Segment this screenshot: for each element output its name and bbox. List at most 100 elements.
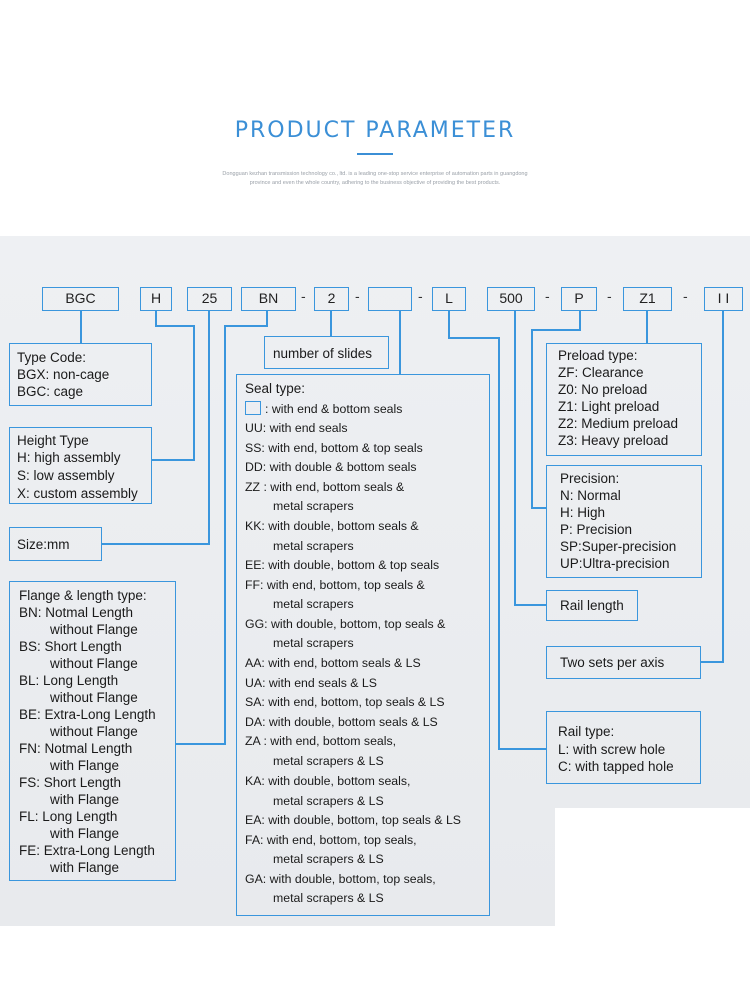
subtitle-line-2: province and even the whole country, adh… bbox=[249, 180, 501, 186]
flange-line: FN: Notmal Length bbox=[19, 741, 133, 756]
size-label: Size:mm bbox=[17, 537, 70, 552]
code-part-slides: 2 bbox=[314, 287, 349, 311]
height-type-box bbox=[9, 427, 152, 504]
precision-line: N: Normal bbox=[560, 488, 621, 503]
connector-line bbox=[701, 661, 724, 663]
flange-line: without Flange bbox=[50, 622, 138, 637]
seal-line: ZA : with end, bottom seals, bbox=[245, 734, 397, 748]
code-part-rail-type: L bbox=[432, 287, 466, 311]
seal-line: metal scrapers bbox=[273, 539, 354, 553]
seal-line: UU: with end seals bbox=[245, 421, 348, 435]
empty-code-square-icon bbox=[245, 401, 261, 415]
seal-line: SS: with end, bottom & top seals bbox=[245, 441, 423, 455]
rail-type-title: Rail type: bbox=[558, 724, 615, 739]
connector-line bbox=[448, 337, 500, 339]
precision-box bbox=[546, 465, 702, 578]
seal-line: GG: with double, bottom, top seals & bbox=[245, 617, 446, 631]
rail-length-label: Rail length bbox=[560, 598, 624, 613]
seal-line: DD: with double & bottom seals bbox=[245, 460, 417, 474]
flange-line: FL: Long Length bbox=[19, 809, 118, 824]
flange-title: Flange & length type: bbox=[19, 588, 147, 603]
preload-type-box bbox=[546, 343, 702, 456]
precision-line: H: High bbox=[560, 505, 606, 520]
rail-length-box bbox=[546, 590, 638, 621]
connector-line bbox=[579, 311, 581, 330]
code-dash: - bbox=[545, 288, 550, 304]
connector-line bbox=[531, 329, 533, 509]
height-type-line: S: low assembly bbox=[17, 468, 115, 483]
preload-line: Z1: Light preload bbox=[558, 399, 660, 414]
seal-line: metal scrapers & LS bbox=[273, 794, 384, 808]
connector-line bbox=[646, 311, 648, 343]
connector-line bbox=[514, 604, 547, 606]
precision-title: Precision: bbox=[560, 471, 620, 486]
seal-line: metal scrapers bbox=[273, 597, 354, 611]
seal-line: metal scrapers & LS bbox=[273, 891, 384, 905]
connector-line bbox=[102, 543, 210, 545]
code-part-size: 25 bbox=[187, 287, 232, 311]
seal-line: KA: with double, bottom seals, bbox=[245, 774, 411, 788]
preload-line: ZF: Clearance bbox=[558, 365, 644, 380]
number-of-slides-label: number of slides bbox=[273, 346, 373, 361]
connector-line bbox=[514, 311, 516, 606]
seal-line: : with end & bottom seals bbox=[245, 401, 402, 416]
preload-line: Z3: Heavy preload bbox=[558, 433, 669, 448]
precision-line: SP:Super-precision bbox=[560, 539, 677, 554]
code-part-sets: I I bbox=[704, 287, 743, 311]
rail-type-box bbox=[546, 711, 701, 784]
page-title: PRODUCT PARAMETER bbox=[234, 118, 516, 143]
flange-line: with Flange bbox=[50, 860, 120, 875]
connector-line bbox=[532, 329, 581, 331]
seal-line: ZZ : with end, bottom seals & bbox=[245, 480, 405, 494]
subtitle: Dongguan kezhan transmission technology … bbox=[190, 170, 560, 188]
connector-line bbox=[224, 325, 226, 745]
connector-line bbox=[399, 311, 401, 375]
code-part-precision: P bbox=[561, 287, 597, 311]
seal-line: metal scrapers bbox=[273, 636, 354, 650]
code-dash: - bbox=[607, 288, 612, 304]
connector-line bbox=[448, 311, 450, 338]
preload-line: Z2: Medium preload bbox=[558, 416, 679, 431]
flange-line: BE: Extra-Long Length bbox=[19, 707, 156, 722]
seal-line: metal scrapers bbox=[273, 499, 354, 513]
size-box bbox=[9, 527, 102, 561]
number-of-slides-box bbox=[264, 336, 389, 369]
type-code-line: BGC: cage bbox=[17, 384, 84, 399]
preload-line: Z0: No preload bbox=[558, 382, 648, 397]
code-part-series: BGC bbox=[42, 287, 119, 311]
seal-line: GA: with double, bottom, top seals, bbox=[245, 872, 436, 886]
seal-line: metal scrapers & LS bbox=[273, 754, 384, 768]
connector-line bbox=[266, 311, 268, 326]
seal-line: KK: with double, bottom seals & bbox=[245, 519, 419, 533]
code-dash: - bbox=[355, 288, 360, 304]
code-part-preload: Z1 bbox=[623, 287, 672, 311]
connector-line bbox=[208, 311, 210, 545]
type-code-title: Type Code: bbox=[17, 350, 87, 365]
connector-line bbox=[226, 325, 268, 327]
flange-line: FE: Extra-Long Length bbox=[19, 843, 155, 858]
connector-line bbox=[176, 743, 226, 745]
height-type-title: Height Type bbox=[17, 433, 89, 448]
flange-line: FS: Short Length bbox=[19, 775, 122, 790]
connector-line bbox=[722, 311, 724, 663]
title-underline bbox=[357, 153, 393, 155]
flange-line: without Flange bbox=[50, 656, 138, 671]
code-part-seal bbox=[368, 287, 412, 311]
two-sets-label: Two sets per axis bbox=[560, 655, 665, 670]
height-type-line: H: high assembly bbox=[17, 450, 121, 465]
connector-line bbox=[80, 311, 82, 343]
flange-line: with Flange bbox=[50, 758, 120, 773]
code-dash: - bbox=[301, 288, 306, 304]
panel-corner bbox=[555, 808, 750, 926]
precision-line: P: Precision bbox=[560, 522, 633, 537]
height-type-line: X: custom assembly bbox=[17, 486, 138, 501]
subtitle-line-1: Dongguan kezhan transmission technology … bbox=[222, 171, 528, 177]
code-dash: - bbox=[683, 288, 688, 304]
type-code-box bbox=[9, 343, 152, 406]
flange-line: BS: Short Length bbox=[19, 639, 122, 654]
preload-title: Preload type: bbox=[558, 348, 638, 363]
seal-type-title: Seal type: bbox=[245, 381, 306, 396]
code-part-flange: BN bbox=[241, 287, 296, 311]
code-part-height: H bbox=[140, 287, 172, 311]
seal-line: EA: with double, bottom, top seals & LS bbox=[245, 813, 462, 827]
